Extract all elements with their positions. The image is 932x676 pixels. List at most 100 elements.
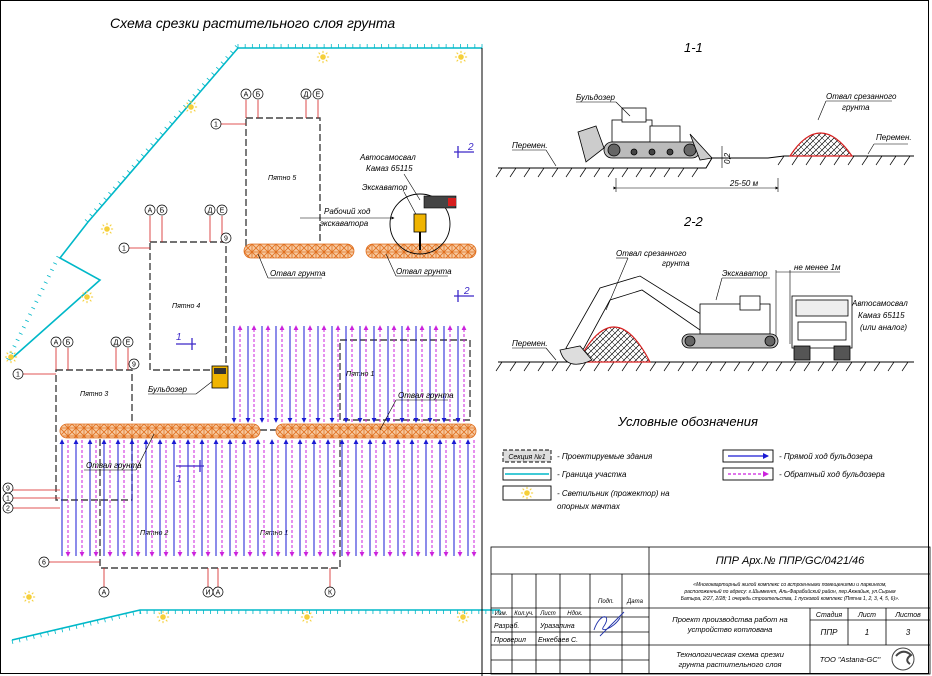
axis-label: 6 <box>42 560 46 567</box>
bulldozer-arrows-upper <box>231 325 467 423</box>
ground-hatch <box>649 361 657 372</box>
section22-truck-analog: (или аналог) <box>860 323 907 332</box>
title-block-text: ППР Арх.№ ППР/GC/0421/46 «Многоквартирны… <box>494 555 921 669</box>
axis-label: 9 <box>6 486 10 493</box>
ground-hatch <box>819 155 827 166</box>
axis-label: Б <box>160 208 165 215</box>
boundary-tick <box>103 197 108 201</box>
sheets-header: Листов <box>894 612 921 619</box>
axis-label: 1 <box>6 496 10 503</box>
axis-label: Д <box>114 340 119 347</box>
stamp-role: Проверил <box>494 637 526 644</box>
sheet-header: Лист <box>857 612 876 619</box>
legend-item: - Светильник (прожектор) на <box>557 489 670 498</box>
boundary-tick <box>18 638 21 643</box>
axis-label: К <box>328 590 333 597</box>
boundary-tick <box>164 126 168 130</box>
document-code: ППР Арх.№ ППР/GC/0421/46 <box>716 555 865 567</box>
truck-model-label: Камаз 65115 <box>366 164 413 173</box>
excavator-icon <box>413 213 427 233</box>
axis-label: Б <box>256 92 261 99</box>
section-mark-label: 1 <box>176 474 182 485</box>
drawing-title: Технологическая схема срезки <box>676 650 785 659</box>
sun-lamp-icon <box>456 610 470 624</box>
ground-hatch <box>705 361 713 372</box>
dump-label: Отвал грунта <box>396 267 452 276</box>
spot-label: Пятно 4 <box>172 303 200 310</box>
ground-hatch <box>649 167 657 178</box>
section11-dump-label: Отвал срезанного <box>826 92 897 101</box>
section11-level-label: Перемен. <box>512 141 548 150</box>
axis-label: Д <box>304 92 309 99</box>
leader-lines <box>84 173 448 471</box>
ground-hatch <box>861 155 869 166</box>
boundary-tick <box>15 338 20 342</box>
ground-hatch <box>593 361 601 372</box>
boundary-tick <box>132 611 135 616</box>
boundary-tick <box>155 137 159 141</box>
spoil-dump <box>243 243 355 259</box>
ground-hatch <box>873 361 881 372</box>
boundary-tick <box>104 618 106 623</box>
project-title: Проект производства работ на <box>672 615 787 624</box>
boundary-tick <box>12 345 17 348</box>
boundary-tick <box>117 181 122 185</box>
axis-label: 1 <box>214 122 218 129</box>
boundary-tick <box>206 77 211 81</box>
title-block <box>490 546 931 675</box>
legend-item: - Проектируемые здания <box>557 452 653 461</box>
truck-label: Автосамосвал <box>359 153 416 162</box>
ground-hatch <box>859 361 867 372</box>
sun-lamp-icon <box>80 290 94 304</box>
ground-hatch <box>889 155 897 166</box>
boundary-tick <box>43 281 48 284</box>
ground-hatch <box>579 167 587 178</box>
section22-truck-model: Камаз 65115 <box>858 311 905 320</box>
section11-bulldozer <box>577 107 713 163</box>
ground-hatch <box>565 167 573 178</box>
axis-label: А <box>244 92 249 99</box>
stamp-name: Уразалина <box>539 623 575 630</box>
legend-item: опорных мачтах <box>557 502 621 511</box>
spoil-dump <box>59 423 261 439</box>
dump-label: Отвал грунта <box>270 269 326 278</box>
boundary-tick <box>169 121 173 125</box>
legend-item: - Обратный ход бульдозера <box>779 470 885 479</box>
ground-hatch <box>691 167 699 178</box>
boundary-tick <box>234 45 239 49</box>
boundary-tick <box>40 287 45 291</box>
boundary-tick <box>75 624 78 629</box>
stage-value: ППР <box>821 628 839 637</box>
boundary-tick <box>96 619 99 624</box>
excavator-label: Экскаватор <box>362 183 408 192</box>
lamp-group <box>4 50 470 624</box>
boundary-tick <box>47 631 49 636</box>
ground-hatch <box>791 155 799 166</box>
boundary-tick <box>6 357 11 361</box>
plan-labels: Автосамосвал Камаз 65115 Экскаватор Рабо… <box>86 153 454 470</box>
boundary-tick <box>18 332 23 335</box>
company-logo-icon <box>891 647 915 671</box>
stamp-col-header: Лист <box>539 611 555 617</box>
boundary-tick <box>25 636 28 641</box>
boundary-tick <box>173 115 178 119</box>
ground-hatch <box>847 155 855 166</box>
boundary-tick <box>215 66 220 71</box>
sheets-value: 3 <box>906 628 911 637</box>
boundary-tick <box>122 175 126 179</box>
ground-hatch <box>803 361 811 372</box>
section11-dump-label: грунта <box>842 103 870 112</box>
legend-item: - Граница участка <box>557 470 627 479</box>
section22-level-label: Перемен. <box>512 339 548 348</box>
axis-label: 1 <box>16 372 20 379</box>
section-markers <box>176 146 474 472</box>
spot-label: Пятно 5 <box>268 175 296 182</box>
section-mark-label: 2 <box>463 286 470 297</box>
boundary-tick <box>68 626 71 631</box>
axis-label: И <box>205 590 210 597</box>
axis-label: Е <box>316 92 321 99</box>
section22-truck-label: Автосамосвал <box>851 299 908 308</box>
ground-hatch <box>761 361 769 372</box>
legend: Секция №1 - Проектируемые здания - Грани… <box>502 449 885 511</box>
